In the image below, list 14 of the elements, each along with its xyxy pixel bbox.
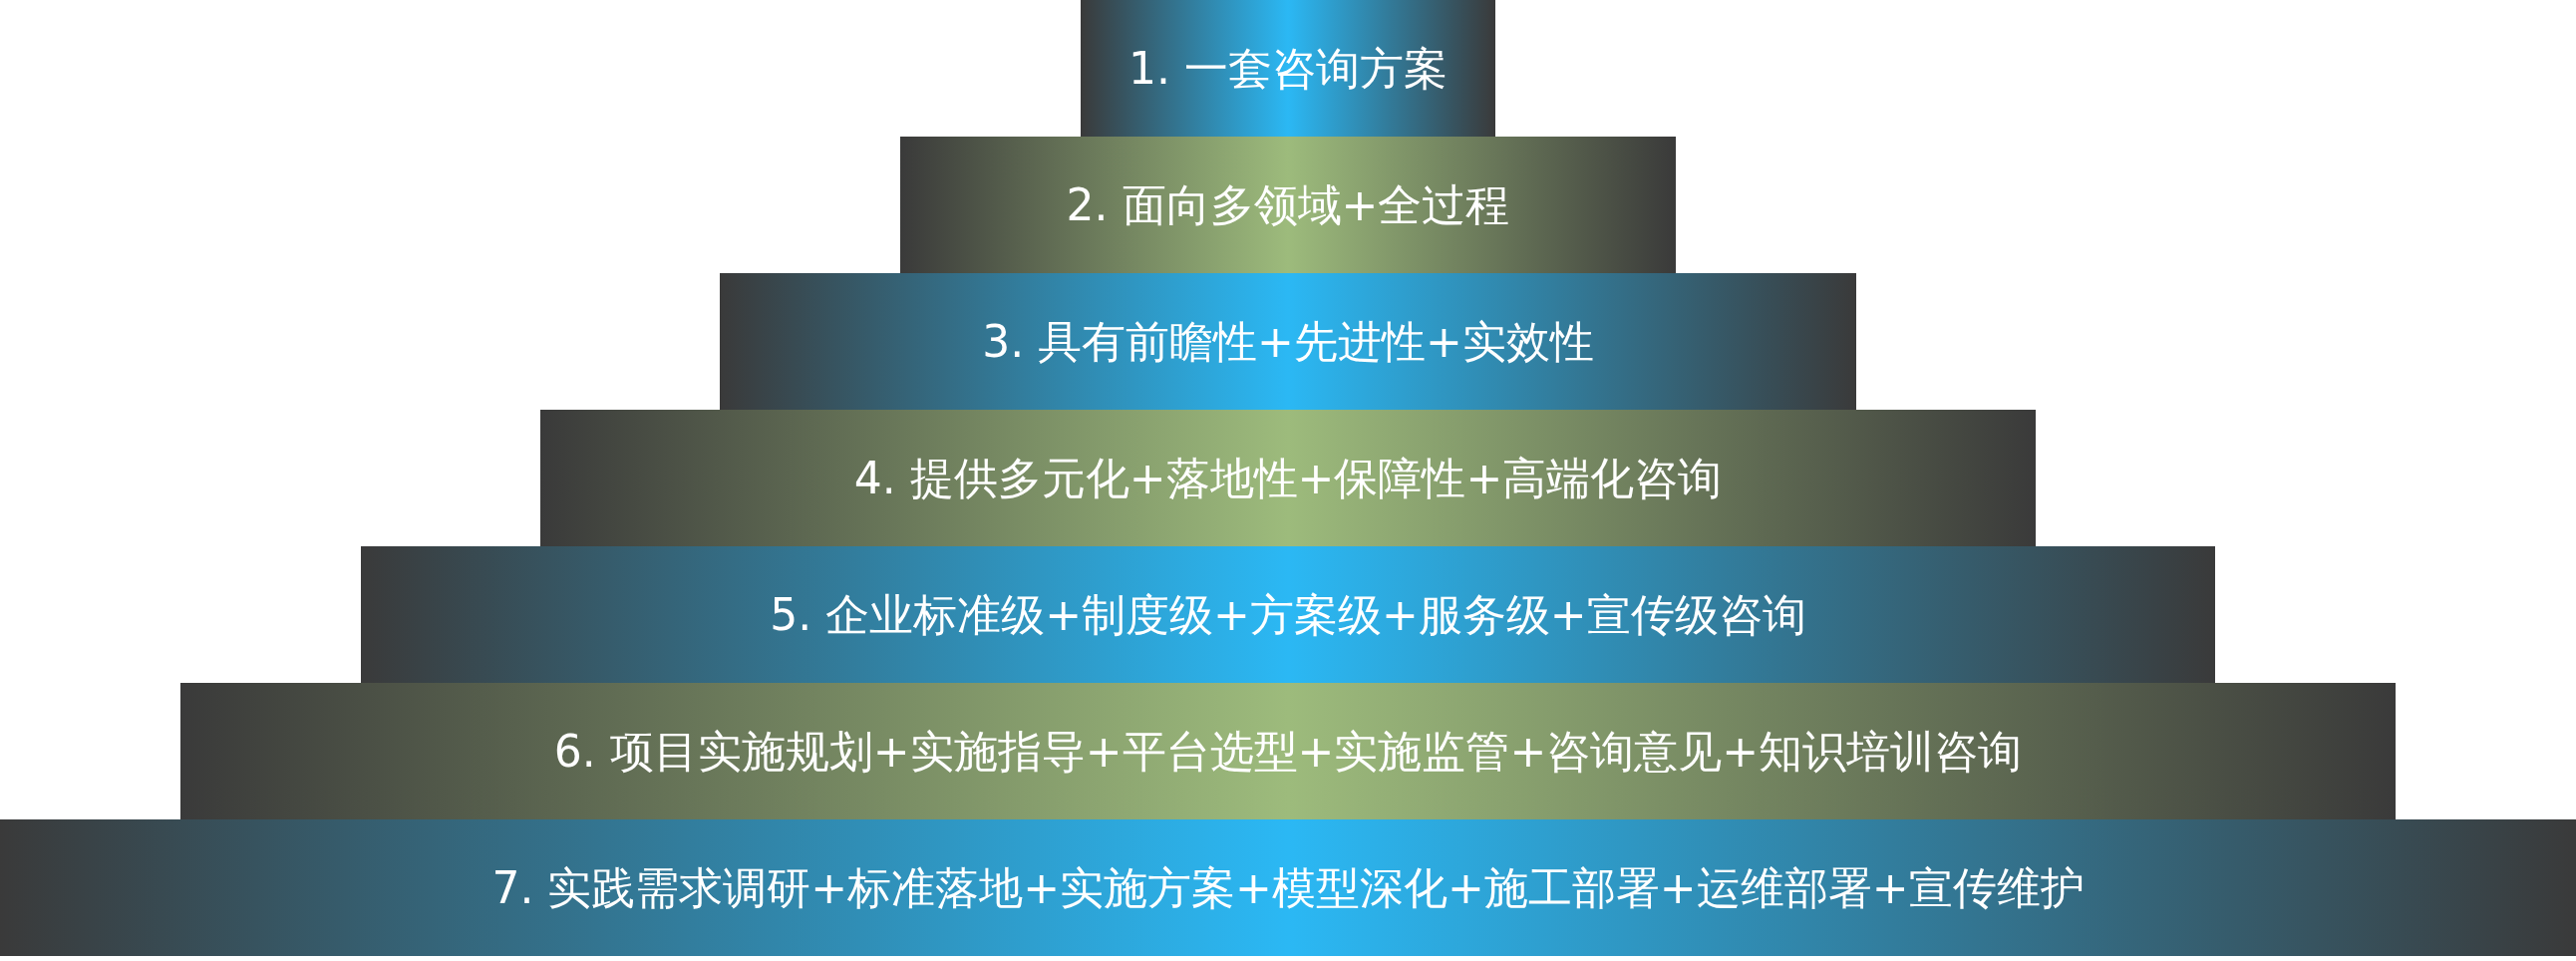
tier-label: 1. 一套咨询方案 (1128, 46, 1448, 91)
pyramid-tier (361, 546, 2215, 683)
tier-label: 6. 项目实施规划+实施指导+平台选型+实施监管+咨询意见+知识培训咨询 (553, 729, 2023, 774)
pyramid-tier (900, 137, 1676, 273)
pyramid-tier (540, 410, 2036, 546)
tier-label: 3. 具有前瞻性+先进性+实效性 (982, 319, 1594, 364)
pyramid-tier (180, 683, 2396, 819)
tier-label: 5. 企业标准级+制度级+方案级+服务级+宣传级咨询 (770, 592, 1806, 637)
pyramid-tier (0, 819, 2576, 956)
pyramid-tier (1081, 0, 1495, 137)
pyramid-tier (720, 273, 1856, 410)
tier-label: 4. 提供多元化+落地性+保障性+高端化咨询 (853, 456, 1723, 500)
tier-label: 2. 面向多领域+全过程 (1066, 182, 1510, 227)
tier-label: 7. 实践需求调研+标准落地+实施方案+模型深化+施工部署+运维部署+宣传维护 (491, 865, 2085, 910)
